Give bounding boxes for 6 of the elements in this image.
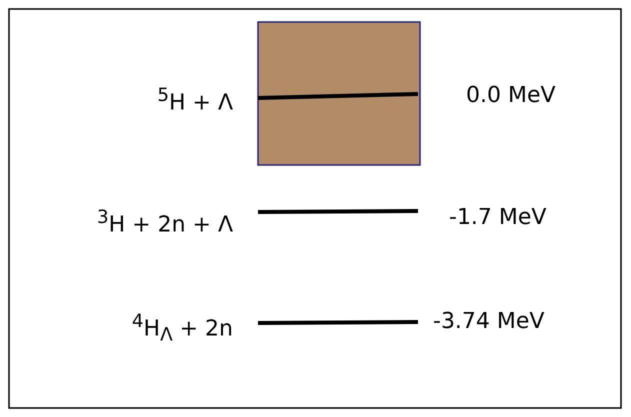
level-label: $^{3}$H + 2n + Λ: [96, 206, 233, 240]
energy-value: 0.0 MeV: [466, 82, 556, 110]
energy-value: -1.7 MeV: [449, 204, 546, 232]
level-label: $^{4}$H$_{Λ}$ + 2n: [132, 310, 233, 348]
level-label: $^{5}$H + Λ: [157, 84, 233, 118]
energy-value: -3.74 MeV: [433, 308, 544, 336]
